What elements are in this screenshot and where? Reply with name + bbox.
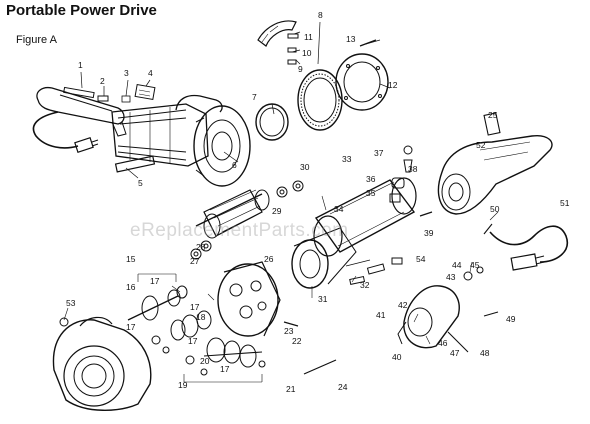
- callout-number: 7: [252, 92, 257, 102]
- callout-number: 45: [470, 260, 480, 270]
- callout-number: 53: [66, 298, 76, 308]
- callout-number: 31: [318, 294, 328, 304]
- callout-number: 17: [220, 364, 230, 374]
- callout-number: 37: [374, 148, 384, 158]
- callout-number: 22: [292, 336, 302, 346]
- callout-number: 32: [360, 280, 370, 290]
- callout-number: 10: [302, 48, 312, 58]
- callout-number: 20: [200, 356, 210, 366]
- callout-number: 1: [78, 60, 83, 70]
- callout-number: 27: [190, 256, 200, 266]
- callout-number: 46: [438, 338, 448, 348]
- callout-number: 38: [408, 164, 418, 174]
- brush-parts: [349, 257, 403, 285]
- callout-number: 15: [126, 254, 136, 264]
- callout-number: 26: [264, 254, 274, 264]
- switch-housing-part: [397, 223, 499, 353]
- callout-number: 29: [272, 206, 282, 216]
- callout-number: 11: [304, 32, 313, 42]
- callout-number: 17: [126, 322, 136, 332]
- front-housing-part: [52, 316, 152, 411]
- callout-number: 9: [298, 64, 303, 74]
- callout-number: 24: [338, 382, 348, 392]
- callout-number: 13: [346, 34, 356, 44]
- drive-ring-assembly-part: [255, 20, 389, 141]
- callout-number: 39: [424, 228, 434, 238]
- callout-number: 2: [100, 76, 105, 86]
- switch-parts: [389, 145, 433, 217]
- callout-number: 36: [366, 174, 376, 184]
- small-parts-upper-left: [63, 21, 391, 179]
- callout-number: 17: [190, 302, 200, 312]
- callout-number: 18: [196, 312, 206, 322]
- rear-handle-housing-part: [437, 135, 553, 215]
- callout-number: 21: [286, 384, 296, 394]
- callout-number: 4: [148, 68, 153, 78]
- callout-number: 33: [342, 154, 352, 164]
- callout-number: 43: [446, 272, 456, 282]
- callout-number: 23: [284, 326, 294, 336]
- callout-number: 49: [506, 314, 516, 324]
- diagram-title: Portable Power Drive: [6, 2, 157, 19]
- callout-number: 41: [376, 310, 386, 320]
- callout-number: 28: [196, 242, 206, 252]
- callout-number: 17: [150, 276, 160, 286]
- callout-number: 47: [450, 348, 460, 358]
- figure-label: Figure A: [16, 34, 57, 46]
- callout-leaders: [63, 195, 499, 383]
- callout-number: 5: [138, 178, 143, 188]
- watermark: eReplacementParts.com: [130, 220, 349, 241]
- callout-number: 6: [232, 160, 237, 170]
- callout-number: 34: [334, 204, 344, 214]
- callout-number: 44: [452, 260, 462, 270]
- callout-number: 54: [416, 254, 426, 264]
- callout-number: 19: [178, 380, 188, 390]
- callout-number: 51: [560, 198, 570, 208]
- callout-number: 30: [300, 162, 310, 172]
- callout-number: 3: [124, 68, 129, 78]
- power-cord-part: [489, 225, 569, 271]
- callout-number: 48: [480, 348, 490, 358]
- gear-case-part: [217, 261, 281, 337]
- gear-train-parts: [127, 285, 337, 376]
- armature-part: [190, 180, 304, 260]
- callout-number: 16: [126, 282, 136, 292]
- callout-number: 25: [488, 110, 498, 120]
- callout-number: 35: [366, 188, 376, 198]
- callout-number: 8: [318, 10, 323, 20]
- callout-number: 52: [476, 140, 486, 150]
- callout-number: 50: [490, 204, 500, 214]
- callout-number: 42: [398, 300, 408, 310]
- motor-housing-part: [291, 177, 417, 289]
- assembled-drive-part: [32, 86, 251, 187]
- callout-number: 12: [388, 80, 398, 90]
- part-24-shape: [483, 112, 501, 136]
- callout-number: 40: [392, 352, 402, 362]
- callout-number: 17: [188, 336, 198, 346]
